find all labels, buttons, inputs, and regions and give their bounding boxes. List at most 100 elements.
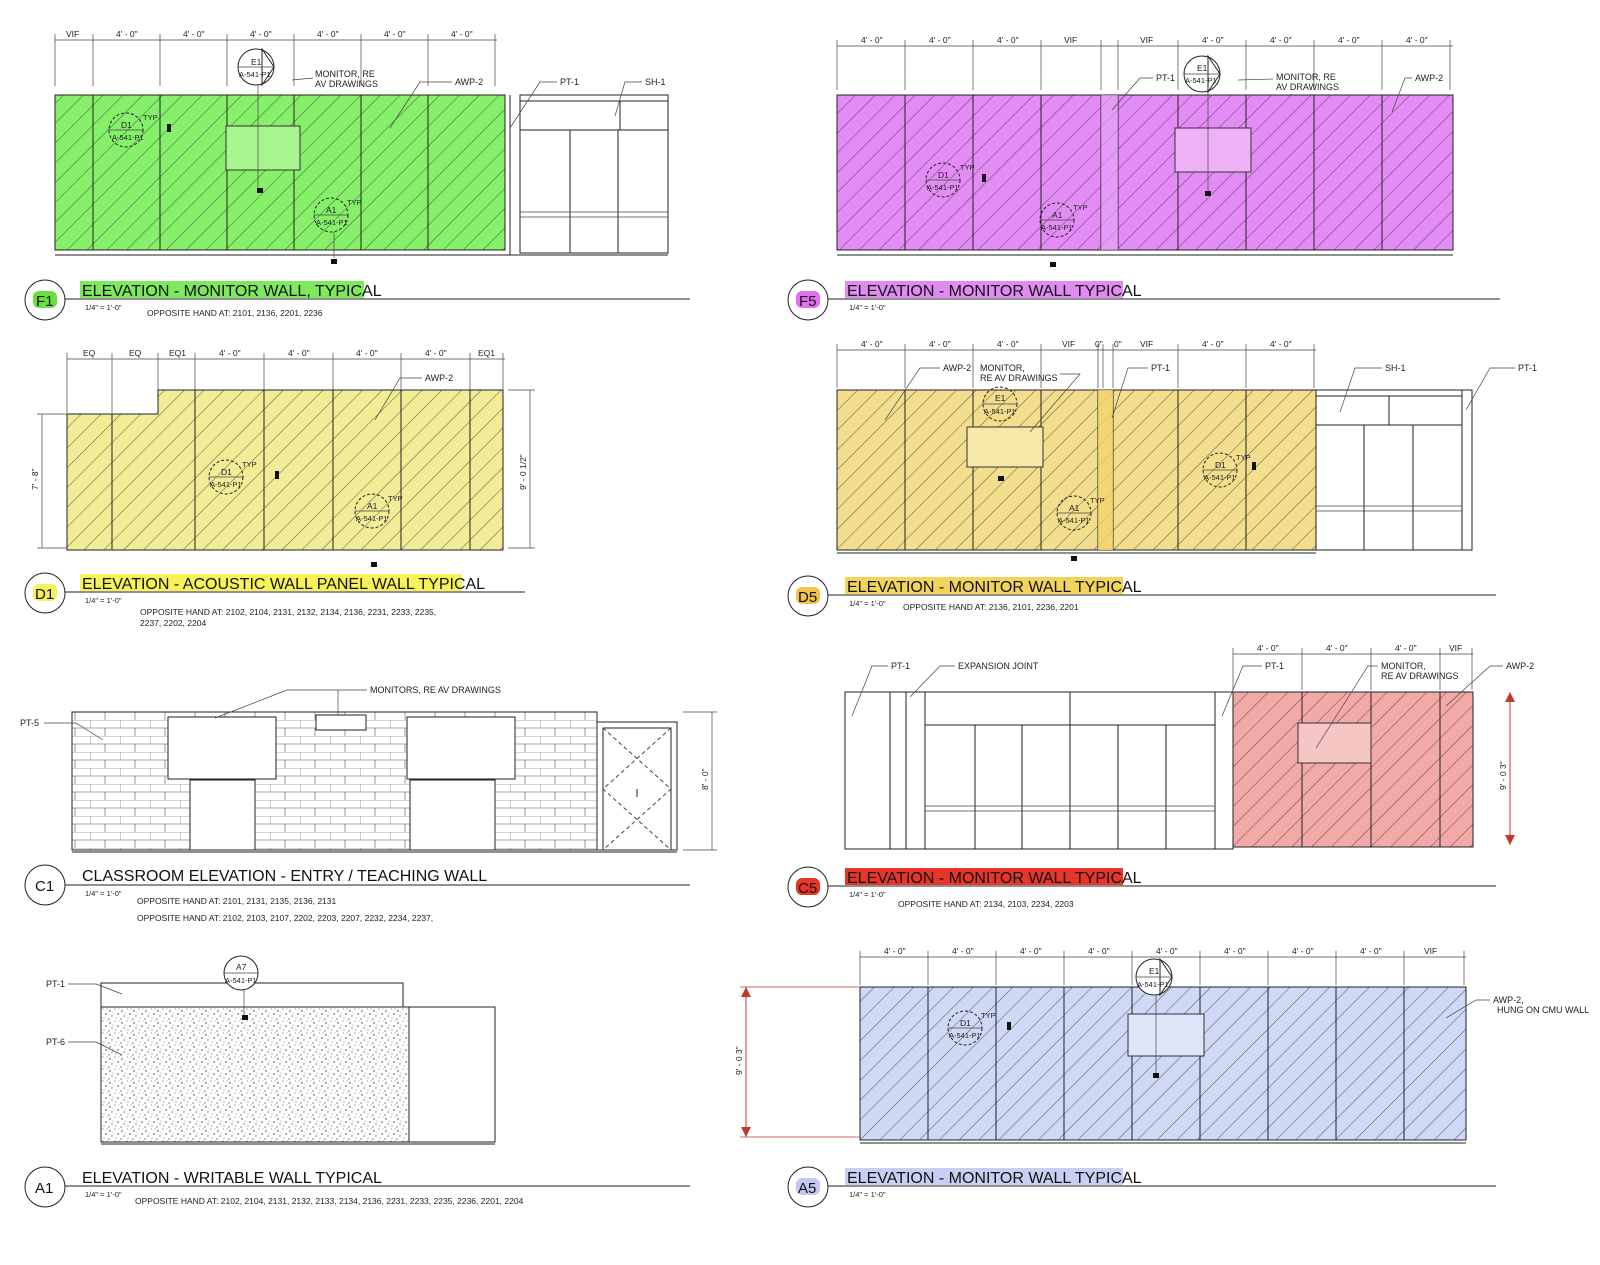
f1-callout-a1: A1 A-541-P1 TYP	[313, 197, 362, 258]
c5-height-dim: 9' - 0 3"	[1498, 692, 1515, 845]
d1-dim-7: EQ1	[478, 348, 495, 358]
f1-monitor	[225, 125, 301, 171]
f1-callout-d1-id: D1	[121, 120, 132, 130]
a5-title: ELEVATION - MONITOR WALL TYPICAL	[847, 1170, 1142, 1187]
c5-storefront	[844, 691, 1234, 850]
f5-dim-1: 4' - 0"	[929, 35, 951, 45]
a5-callout-e1-id: E1	[1149, 966, 1160, 976]
f5-dim-8: 4' - 0"	[1406, 35, 1428, 45]
a5-dimension-string: 4' - 0" 4' - 0" 4' - 0" 4' - 0" 4' - 0" …	[859, 946, 1466, 985]
a5-dim-4: 4' - 0"	[1156, 946, 1178, 956]
d1-callout-d1-id: D1	[221, 467, 232, 477]
c5-label-expansion: EXPANSION JOINT	[958, 661, 1039, 671]
f1-label-awp: AWP-2	[455, 77, 483, 87]
a5-callout-e1: E1 A-541-P1	[1135, 957, 1173, 1073]
c1-camera	[315, 714, 367, 731]
f5-label-monitor: MONITOR, RE	[1276, 72, 1336, 82]
f5-callout-a1-sheet: A-541-P1	[1041, 223, 1073, 232]
a1-tag: A1	[35, 1180, 53, 1197]
d5-label-monitor-2: RE AV DRAWINGS	[980, 373, 1058, 383]
a5-title-block: A5 ELEVATION - MONITOR WALL TYPICAL 1/4"…	[787, 1166, 1496, 1208]
d5-label-awp: AWP-2	[943, 363, 971, 373]
c1-scale: 1/4" = 1'-0"	[85, 889, 122, 898]
c5-title: ELEVATION - MONITOR WALL TYPICAL	[847, 870, 1142, 887]
f1-callout-e1: E1 A-541-P1	[237, 47, 275, 188]
d5-storefront	[1315, 389, 1473, 551]
f5-monitor	[1174, 127, 1252, 173]
a5-callout-d1-sheet: A-541-P1	[949, 1031, 981, 1040]
f5-dim-7: 4' - 0"	[1338, 35, 1360, 45]
c1-door	[596, 721, 678, 851]
c5-opposite: OPPOSITE HAND AT: 2134, 2103, 2234, 2203	[898, 899, 1074, 909]
f5-dim-5: 4' - 0"	[1202, 35, 1224, 45]
d5-scale: 1/4" = 1'-0"	[849, 599, 886, 608]
d1-callout-d1: D1 A-541-P1 TYP	[208, 459, 257, 495]
d1-dim-0: EQ	[83, 348, 96, 358]
f1-dimension-string: VIF 4' - 0" 4' - 0" 4' - 0" 4' - 0" 4' -…	[54, 29, 497, 86]
f1-label-sh: SH-1	[645, 77, 666, 87]
a5-monitor	[1127, 1013, 1205, 1057]
a5-dim-5: 4' - 0"	[1224, 946, 1246, 956]
f5-callout-e1: E1 A-541-P1	[1183, 54, 1221, 191]
f1-dim-1: 4' - 0"	[116, 29, 138, 39]
d5-tag: D5	[798, 589, 817, 606]
c1-monitor-left	[167, 716, 277, 780]
c5-label-awp: AWP-2	[1506, 661, 1534, 671]
a1-label-pt1: PT-1	[46, 979, 65, 989]
elevation-d5: 4' - 0" 4' - 0" 4' - 0" VIF 0" 0" VIF 4'…	[787, 339, 1537, 617]
a1-title: ELEVATION - WRITABLE WALL TYPICAL	[82, 1170, 382, 1187]
f5-dim-4: VIF	[1140, 35, 1153, 45]
f5-tag: F5	[799, 293, 817, 310]
d1-callout-a1: A1 A-541-P1 TYP	[354, 493, 403, 529]
d1-callout-d1-typ: TYP	[242, 460, 257, 469]
a5-dim-3: 4' - 0"	[1088, 946, 1110, 956]
f1-callout-d1: D1 A-541-P1 TYP	[108, 112, 158, 148]
d1-scale: 1/4" = 1'-0"	[85, 596, 122, 605]
c5-label-pt: PT-1	[891, 661, 910, 671]
f1-callout-a1-sheet: A-541-P1	[316, 218, 348, 227]
elevation-c1: 8' - 0" MONITORS, RE AV DRAWINGS PT-5 C1…	[20, 685, 717, 923]
c5-tag: C5	[798, 880, 817, 897]
f1-callout-d1-typ: TYP	[143, 113, 158, 122]
d1-opposite-2: 2237, 2202, 2204	[140, 618, 206, 628]
f5-callout-d1: D1 A-541-P1 TYP	[925, 162, 975, 198]
d1-dim-4: 4' - 0"	[288, 348, 310, 358]
f1-opposite: OPPOSITE HAND AT: 2101, 2136, 2201, 2236	[147, 308, 323, 318]
d5-dim-6: VIF	[1140, 339, 1153, 349]
a5-label-awp: AWP-2,	[1493, 995, 1524, 1005]
d1-title: ELEVATION - ACOUSTIC WALL PANEL WALL TYP…	[82, 576, 485, 593]
f1-callout-e1-sheet: A-541-P1	[239, 70, 271, 79]
c5-dim-0: 4' - 0"	[1257, 643, 1279, 653]
a5-dim-7: 4' - 0"	[1360, 946, 1382, 956]
f1-label-pt: PT-1	[560, 77, 579, 87]
a5-callout-d1-id: D1	[960, 1018, 971, 1028]
c1-height-dim: 8' - 0"	[683, 711, 717, 851]
c1-cmu-wall	[71, 711, 598, 851]
f5-callout-d1-typ: TYP	[960, 163, 975, 172]
f1-callout-e1-id: E1	[251, 57, 262, 67]
f1-storefront	[509, 94, 669, 255]
c1-opposite: OPPOSITE HAND AT: 2101, 2131, 2135, 2136…	[137, 896, 337, 906]
c5-scale: 1/4" = 1'-0"	[849, 890, 886, 899]
elevation-f5: 4' - 0" 4' - 0" 4' - 0" VIF VIF 4' - 0" …	[787, 35, 1500, 321]
d1-callout-a1-sheet: A-541-P1	[356, 514, 388, 523]
d5-dim-7: 4' - 0"	[1202, 339, 1224, 349]
d5-callout-e1: E1 A-541-P1	[982, 386, 1018, 422]
d5-dim-4: 0"	[1095, 339, 1103, 349]
elevation-a5: 4' - 0" 4' - 0" 4' - 0" 4' - 0" 4' - 0" …	[734, 946, 1589, 1208]
f1-label-monitor-2: AV DRAWINGS	[315, 79, 378, 89]
f1-callout-d1-sheet: A-541-P1	[112, 133, 144, 142]
f5-title-block: F5 ELEVATION - MONITOR WALL TYPICAL 1/4"…	[787, 279, 1500, 321]
f1-callout-a1-id: A1	[326, 205, 337, 215]
d5-callout-d1-id: D1	[1215, 460, 1226, 470]
f5-callout-d1-id: D1	[938, 170, 949, 180]
d5-label-sh: SH-1	[1385, 363, 1406, 373]
a5-dim-2: 4' - 0"	[1020, 946, 1042, 956]
f5-scale: 1/4" = 1'-0"	[849, 303, 886, 312]
a5-height-dim: 9' - 0 3"	[734, 986, 860, 1138]
f5-callout-a1-typ: TYP	[1073, 203, 1088, 212]
d1-dim-3: 4' - 0"	[219, 348, 241, 358]
d5-dim-1: 4' - 0"	[929, 339, 951, 349]
d5-callout-a1: A1 A-541-P1 TYP	[1056, 495, 1105, 531]
d5-dim-0: 4' - 0"	[861, 339, 883, 349]
